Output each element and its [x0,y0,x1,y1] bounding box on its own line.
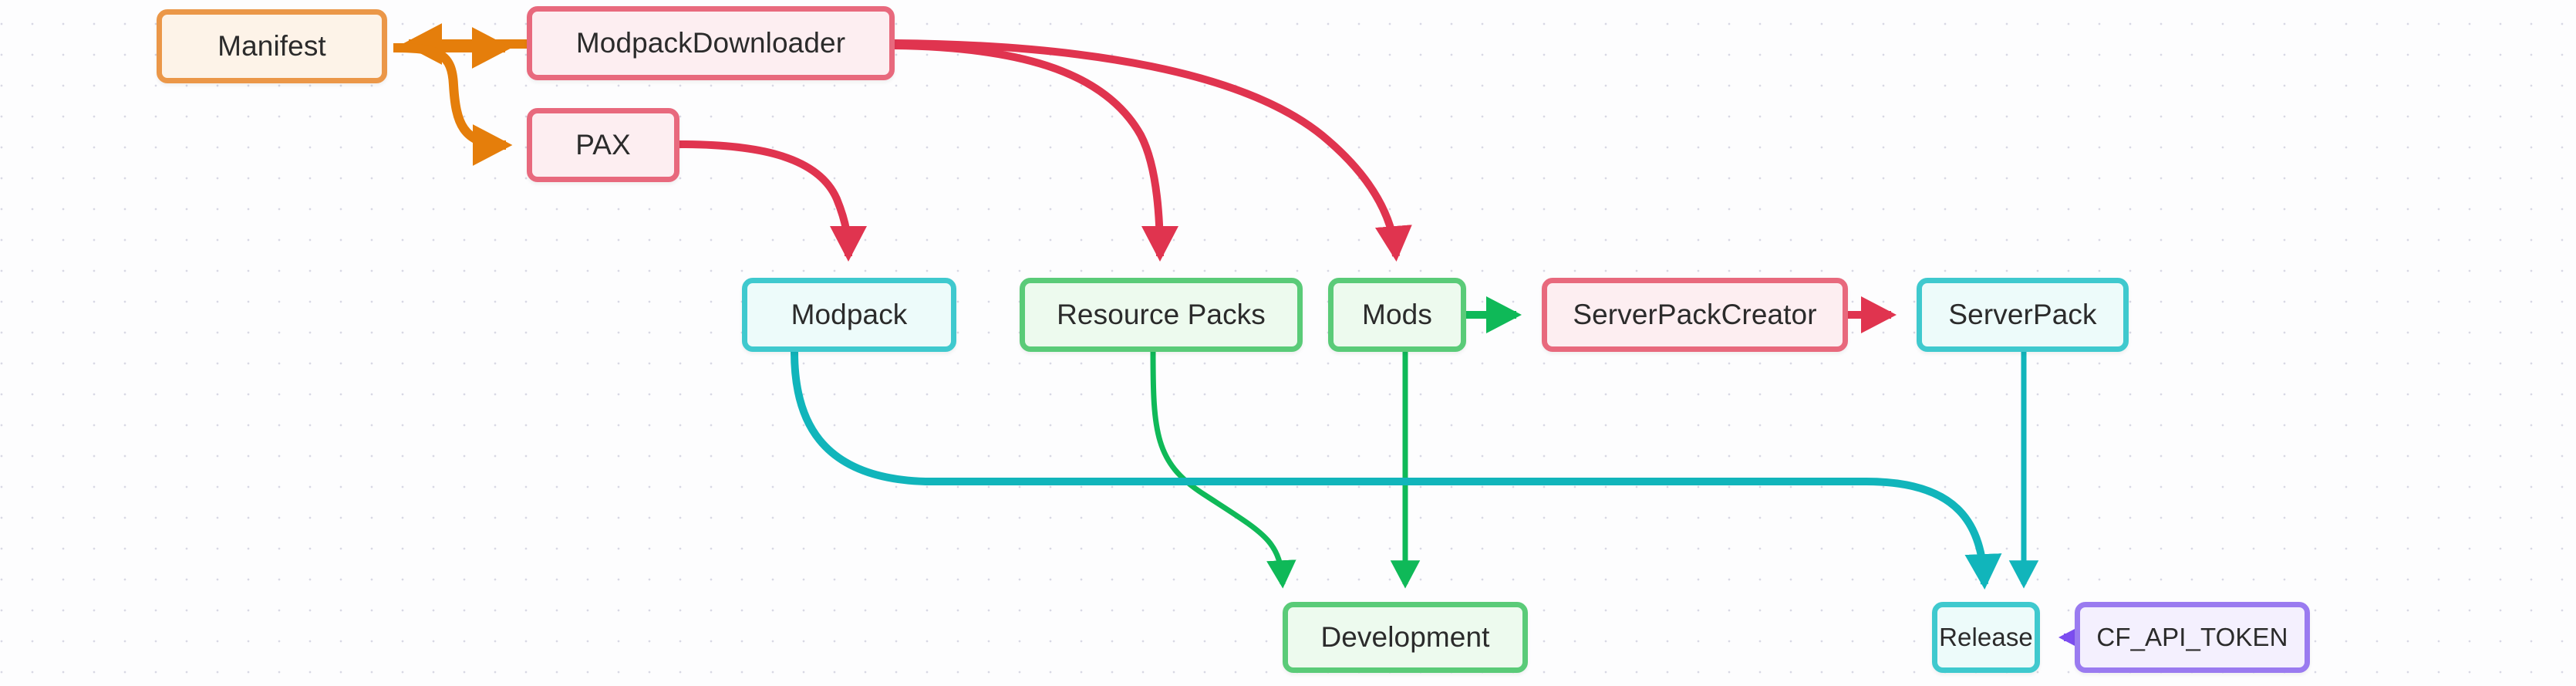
edge-manifest-to-pax [394,43,513,166]
node-release-label: Release [1939,622,2033,651]
node-modpack[interactable]: Modpack [742,278,956,352]
node-resource-packs[interactable]: Resource Packs [1020,278,1303,352]
node-pax[interactable]: PAX [527,108,679,182]
node-modpackdownloader[interactable]: ModpackDownloader [527,6,895,80]
node-cf-api-token-label: CF_API_TOKEN [2096,622,2288,651]
node-serverpack-label: ServerPack [1948,298,2097,330]
node-serverpackcreator[interactable]: ServerPackCreator [1542,278,1848,352]
edge-modpackdownloader-to-mods [894,39,1412,262]
node-cf-api-token[interactable]: CF_API_TOKEN [2075,602,2310,673]
node-release[interactable]: Release [1932,602,2040,673]
node-mods-label: Mods [1362,298,1432,330]
node-pax-label: PAX [575,128,631,161]
node-mods[interactable]: Mods [1328,278,1466,352]
node-development[interactable]: Development [1283,602,1528,673]
edge-modpackdownloader-to-resourcepacks [894,42,1178,262]
node-resource-packs-label: Resource Packs [1057,298,1266,330]
edge-pax-to-modpack [679,140,867,262]
edge-modpack-to-release [791,351,2002,590]
node-development-label: Development [1320,620,1490,653]
node-manifest-label: Manifest [217,29,326,62]
node-modpack-label: Modpack [791,298,908,330]
edge-resourcepacks-to-development [1150,351,1296,589]
node-serverpackcreator-label: ServerPackCreator [1573,298,1817,330]
node-manifest[interactable]: Manifest [157,9,387,83]
node-serverpack[interactable]: ServerPack [1917,278,2129,352]
node-modpackdownloader-label: ModpackDownloader [575,26,846,59]
